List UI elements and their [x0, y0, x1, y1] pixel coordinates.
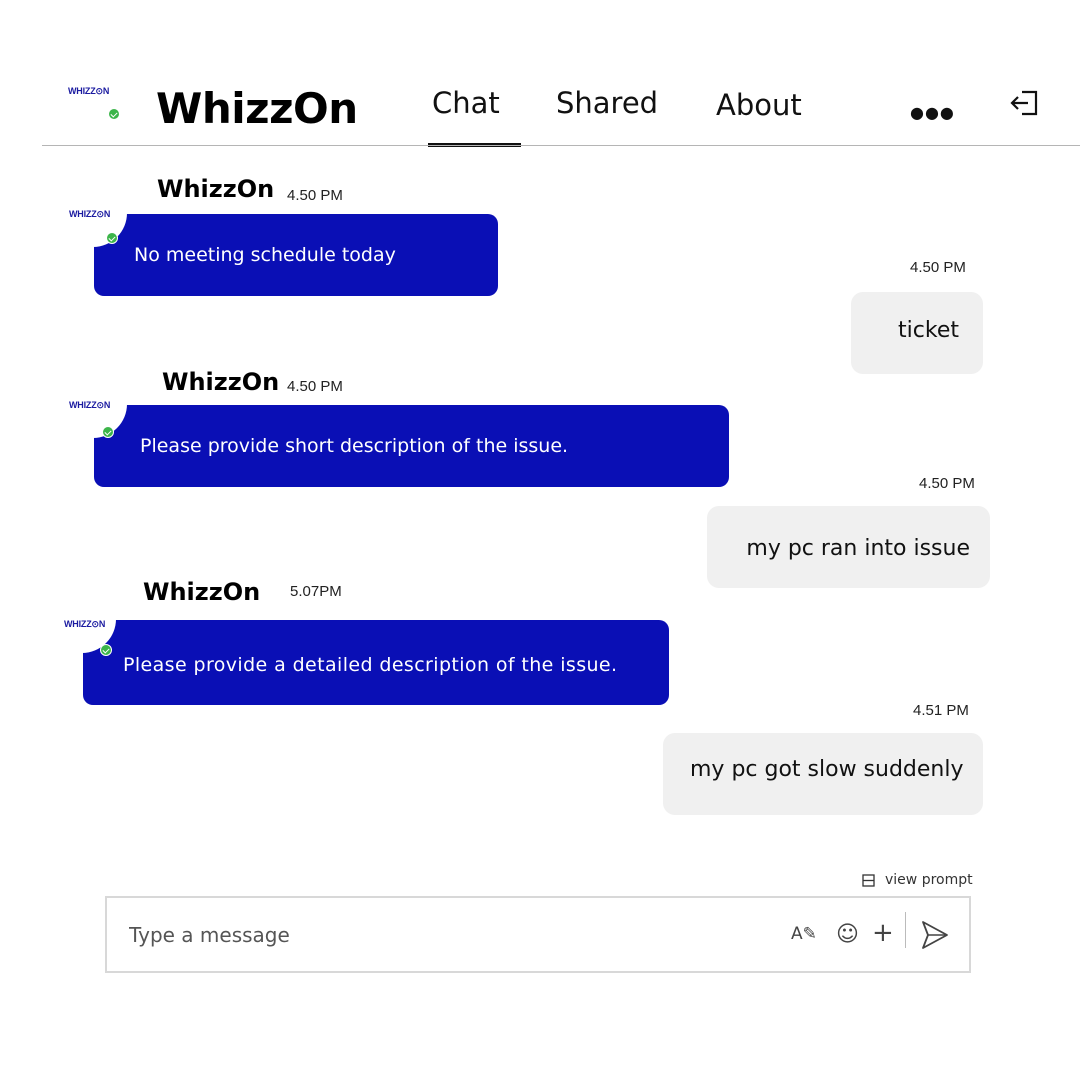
sender-name: WhizzOn: [143, 578, 261, 606]
message-time: 4.51 PM: [913, 702, 969, 719]
tab-shared[interactable]: Shared: [556, 86, 659, 120]
message-text: ticket: [898, 318, 959, 343]
header-divider: [42, 145, 1080, 146]
prompt-icon: [862, 873, 875, 887]
more-icon[interactable]: ●●●: [910, 103, 955, 122]
message-composer: A✎ ☺ +: [105, 896, 971, 973]
message-time: 4.50 PM: [910, 259, 966, 276]
sign-out-icon[interactable]: [1008, 88, 1040, 118]
message-text: my pc got slow suddenly: [690, 757, 964, 782]
bot-avatar: WHIZZ⊙N: [69, 209, 111, 219]
message-text: No meeting schedule today: [134, 244, 396, 266]
message-text: Please provide a detailed description of…: [123, 654, 618, 676]
emoji-icon[interactable]: ☺: [836, 922, 859, 947]
bot-message-bubble: No meeting schedule today: [93, 213, 498, 296]
view-prompt-button[interactable]: view prompt: [862, 872, 973, 888]
online-status-icon: [108, 108, 120, 120]
message-time: 4.50 PM: [919, 475, 975, 492]
tab-chat[interactable]: Chat: [432, 86, 500, 120]
view-prompt-label: view prompt: [885, 872, 973, 888]
user-message-bubble: my pc ran into issue: [707, 506, 990, 588]
message-time: 4.50 PM: [287, 187, 343, 204]
plus-icon[interactable]: +: [872, 918, 894, 948]
sender-name: WhizzOn: [162, 368, 280, 396]
sender-name: WhizzOn: [157, 175, 275, 203]
message-text: Please provide short description of the …: [140, 435, 569, 457]
online-status-icon: [100, 644, 112, 656]
message-time: 5.07PM: [290, 583, 342, 600]
format-icon[interactable]: A✎: [791, 924, 817, 944]
message-time: 4.50 PM: [287, 378, 343, 395]
user-message-bubble: my pc got slow suddenly: [663, 733, 983, 815]
online-status-icon: [102, 426, 114, 438]
toolbar-divider: [905, 912, 906, 948]
app-title: WhizzOn: [156, 84, 358, 133]
message-text: my pc ran into issue: [746, 536, 970, 561]
user-message-bubble: ticket: [851, 292, 983, 374]
bot-message-bubble: Please provide a detailed description of…: [82, 619, 669, 705]
bot-message-bubble: Please provide short description of the …: [93, 404, 729, 487]
bot-avatar: WHIZZ⊙N: [69, 400, 111, 410]
bot-avatar: WHIZZ⊙N: [64, 619, 106, 629]
online-status-icon: [106, 232, 118, 244]
app-logo: WHIZZ⊙N: [68, 86, 110, 96]
message-input[interactable]: [129, 920, 729, 950]
tab-about[interactable]: About: [716, 88, 802, 122]
send-icon[interactable]: [921, 920, 949, 950]
